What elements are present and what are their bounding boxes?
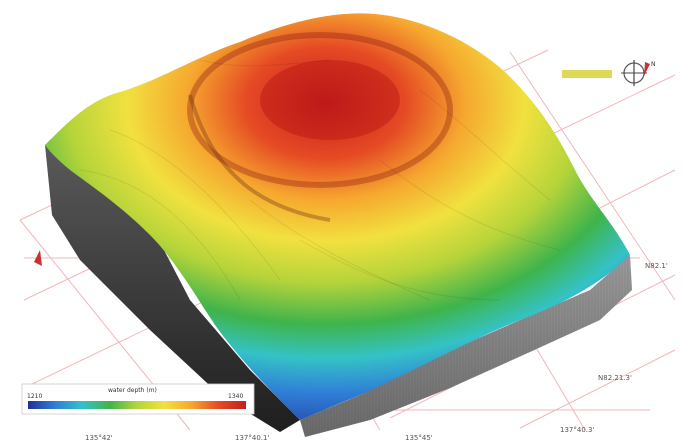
axis-label-right-2: N82.21.3' bbox=[598, 374, 632, 382]
legend-title: water depth (m) bbox=[108, 387, 157, 394]
axis-label-right-1: N82.1' bbox=[645, 262, 668, 270]
north-arrow-icon bbox=[644, 62, 650, 76]
terrain-left-wall bbox=[45, 145, 300, 432]
crater-center bbox=[260, 60, 400, 140]
axis-label-bottom-4: 137°40.3' bbox=[560, 426, 594, 434]
axis-label-bottom-3: 135°45' bbox=[405, 434, 433, 442]
depth-legend: water depth (m) 1210 1340 bbox=[21, 383, 255, 415]
compass-label: N bbox=[651, 61, 656, 68]
legend-max-label: 1340 bbox=[228, 393, 243, 400]
compass: N bbox=[562, 60, 656, 86]
terrain-top-surface bbox=[45, 13, 630, 420]
scale-bar bbox=[562, 70, 612, 78]
axis-marker-icon bbox=[34, 250, 42, 266]
axis-label-bottom-2: 137°40.1' bbox=[235, 434, 269, 442]
terrain-texture bbox=[79, 59, 561, 301]
legend-min-label: 1210 bbox=[27, 393, 42, 400]
crater-scarp bbox=[188, 94, 331, 222]
terrain-block bbox=[45, 13, 632, 437]
axis-label-bottom-1: 135°42' bbox=[85, 434, 113, 442]
crater-rim bbox=[187, 32, 453, 188]
legend-color-bar bbox=[28, 401, 246, 409]
